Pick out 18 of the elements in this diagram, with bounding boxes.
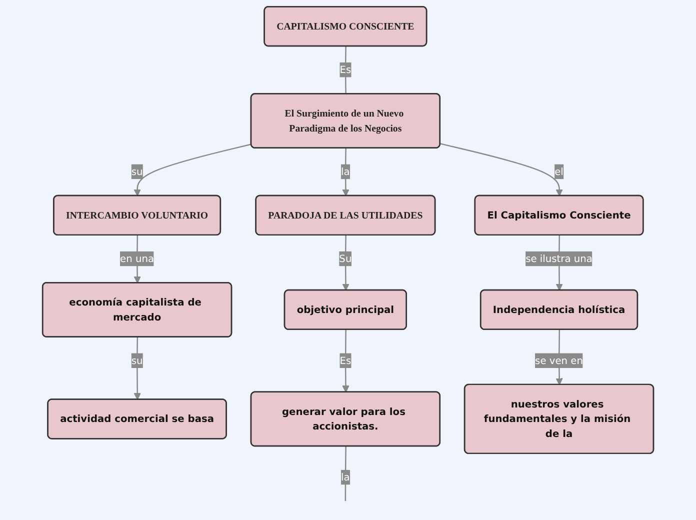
edge-label: en una: [120, 253, 154, 265]
edge-label: la: [341, 166, 350, 178]
arrow: [342, 148, 350, 196]
arrow: [342, 330, 350, 393]
edge-label: Su: [339, 253, 352, 265]
edge-label: Es: [340, 64, 352, 76]
edge-label: su: [131, 166, 143, 178]
edge-label: se ven en: [535, 354, 583, 366]
edge-label: se ilustra una: [526, 253, 592, 265]
edge-label: su: [131, 354, 143, 366]
arrow: [440, 143, 563, 196]
edge-label: la: [341, 472, 350, 484]
connector: [344, 46, 346, 94]
arrow: [134, 144, 252, 196]
edge-label: Es: [340, 354, 352, 366]
edge-label: el: [554, 166, 564, 178]
arrow: [134, 337, 141, 400]
arrow: [342, 235, 350, 291]
